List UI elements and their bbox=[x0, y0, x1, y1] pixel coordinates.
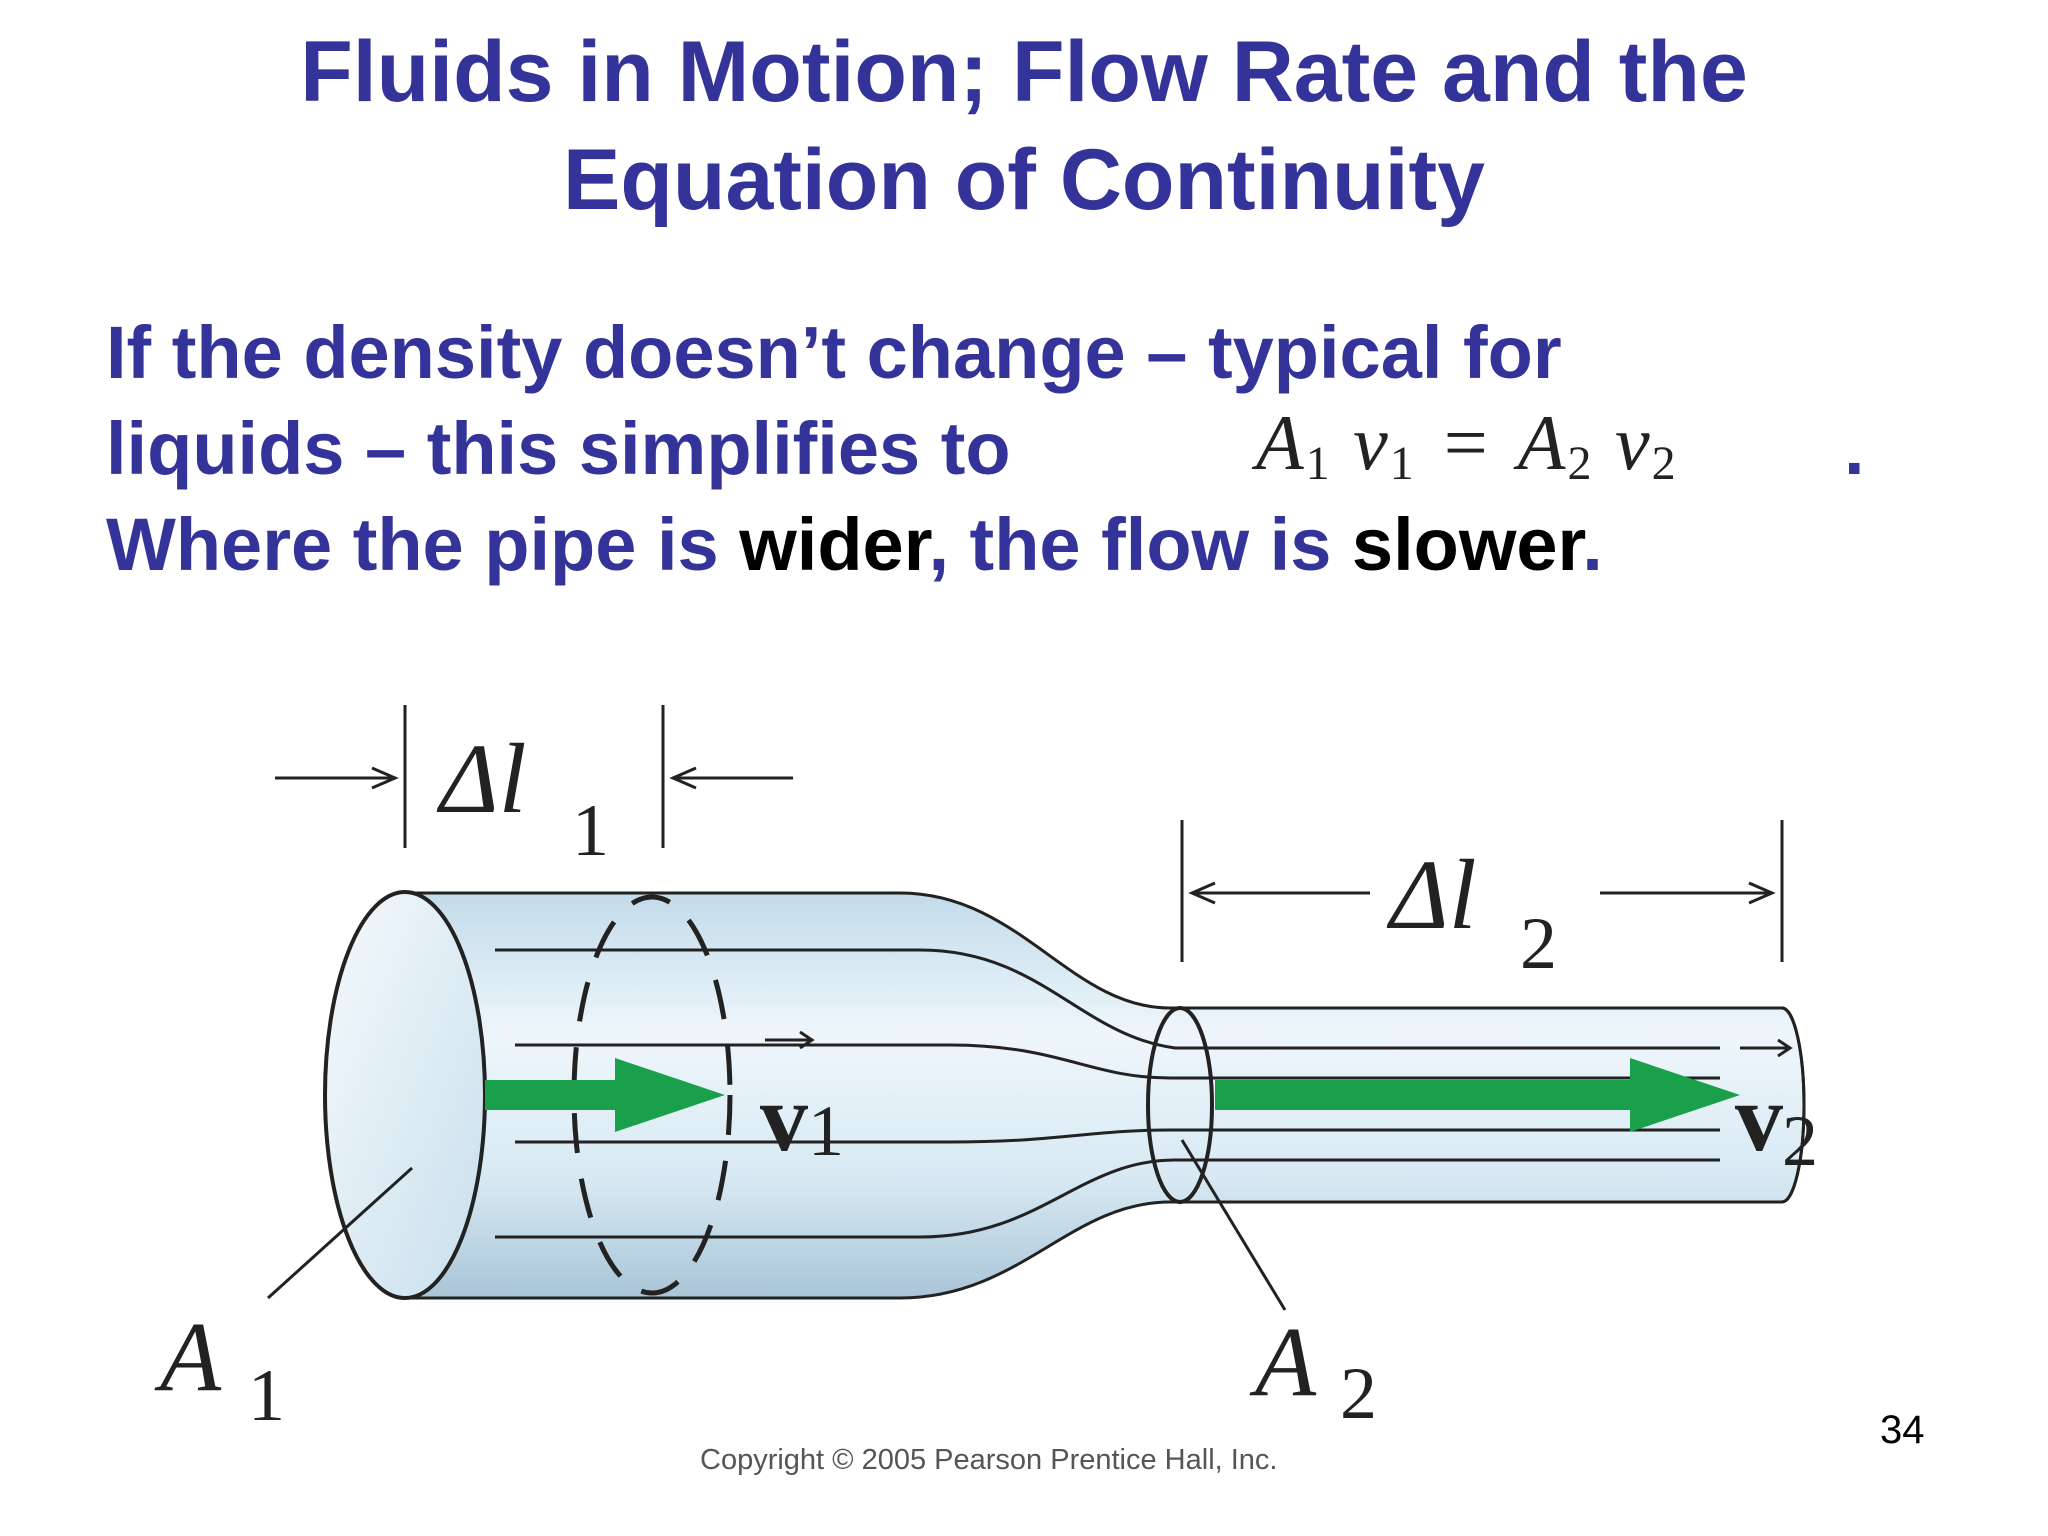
area-a1-ellipse bbox=[323, 890, 487, 1300]
streamline-3 bbox=[515, 1128, 1720, 1144]
flow-arrow-2 bbox=[1215, 1058, 1740, 1132]
delta-l1-subscript: 1 bbox=[572, 790, 609, 872]
eq-v1-sub: 1 bbox=[1389, 437, 1416, 490]
velocity-v2-label: v 2 bbox=[1735, 1038, 1818, 1181]
eq-v2-sub: 2 bbox=[1651, 437, 1678, 490]
delta-l2-subscript: 2 bbox=[1520, 903, 1557, 985]
delta-l2-dimension bbox=[1180, 820, 1784, 962]
continuity-equation: A1 v1=A2 v2 bbox=[1256, 395, 1678, 512]
delta-l1-label: Δl bbox=[436, 723, 526, 834]
streamline-1 bbox=[495, 948, 1720, 1050]
delta-l2-label: Δl bbox=[1386, 839, 1476, 950]
v1-letter: v bbox=[760, 1064, 808, 1171]
flow-arrow-1 bbox=[485, 1058, 725, 1132]
cross-section-1 bbox=[571, 894, 733, 1296]
body-line-1: If the density doesn’t change – typical … bbox=[106, 305, 1986, 401]
eq-v1: v bbox=[1353, 399, 1390, 486]
title-line-2: Equation of Continuity bbox=[563, 132, 1485, 228]
v1-subscript: 1 bbox=[808, 1091, 844, 1171]
a2-subscript: 2 bbox=[1340, 1353, 1377, 1435]
body-text: If the density doesn’t change – typical … bbox=[106, 305, 1986, 593]
page-number: 34 bbox=[1880, 1408, 1925, 1452]
a2-label: A bbox=[1249, 1306, 1317, 1417]
a1-leader-line bbox=[266, 1166, 414, 1300]
body-line-1-text: If the density doesn’t change – typical … bbox=[106, 311, 1562, 394]
eq-a1: A bbox=[1256, 399, 1306, 486]
pipe-end-cap bbox=[1781, 1006, 1806, 1204]
delta-l1-dimension bbox=[275, 705, 793, 848]
word-slower: slower bbox=[1351, 503, 1583, 586]
body-line-3-b: , the flow is bbox=[928, 503, 1352, 586]
word-wider: wider bbox=[739, 503, 929, 586]
streamline-4 bbox=[495, 1158, 1720, 1239]
copyright-notice: Copyright © 2005 Pearson Prentice Hall, … bbox=[700, 1444, 1278, 1476]
slide-title: Fluids in Motion; Flow Rate and the Equa… bbox=[0, 18, 2048, 234]
a2-leader-line bbox=[1180, 1139, 1287, 1311]
body-line-3-end: . bbox=[1582, 503, 1603, 586]
body-line-2: liquids – this simplifies to A1 v1=A2 v2… bbox=[106, 399, 1986, 497]
body-line-3-a: Where the pipe is bbox=[106, 503, 740, 586]
body-line-2-text: liquids – this simplifies to bbox=[106, 407, 1011, 490]
eq-a2: A bbox=[1517, 399, 1568, 486]
cross-section-2 bbox=[1146, 1006, 1214, 1204]
body-line-3: Where the pipe is wider, the flow is slo… bbox=[106, 497, 1986, 593]
a1-subscript: 1 bbox=[248, 1355, 285, 1437]
velocity-v1-label: v 1 bbox=[760, 1030, 844, 1171]
v2-subscript: 2 bbox=[1782, 1101, 1818, 1181]
title-line-1: Fluids in Motion; Flow Rate and the bbox=[300, 24, 1748, 120]
eq-equals: = bbox=[1443, 399, 1490, 486]
a1-label: A bbox=[154, 1301, 222, 1412]
eq-a1-sub: 1 bbox=[1305, 437, 1332, 490]
v2-letter: v bbox=[1735, 1064, 1783, 1171]
eq-v2: v bbox=[1614, 399, 1652, 486]
equation-period: . bbox=[1844, 407, 1865, 490]
eq-a2-sub: 2 bbox=[1567, 437, 1594, 490]
